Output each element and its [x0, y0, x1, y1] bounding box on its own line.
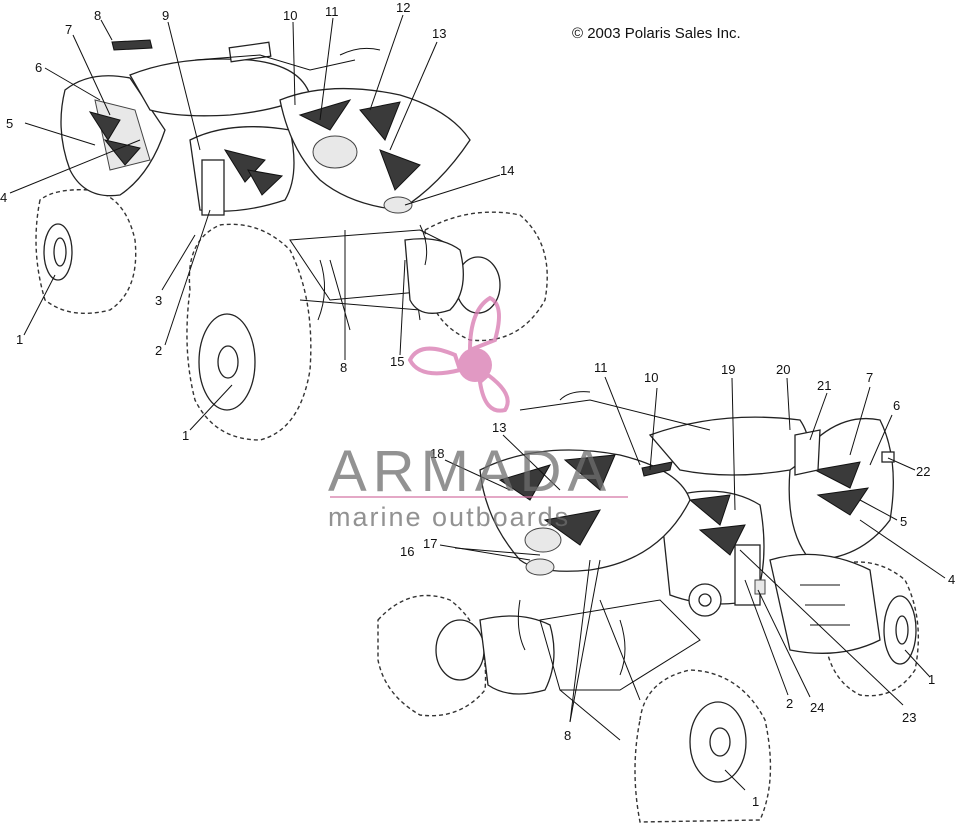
callout: 1 [752, 794, 759, 809]
watermark-divider [330, 496, 628, 498]
callout: 24 [810, 700, 824, 715]
callout: 1 [182, 428, 189, 443]
callout: 6 [893, 398, 900, 413]
copyright-notice: © 2003 Polaris Sales Inc. [572, 25, 741, 42]
callout: 9 [162, 8, 169, 23]
callout: 3 [155, 293, 162, 308]
rear-tire-left [35, 189, 137, 315]
watermark-subtitle: marine outboards [328, 502, 571, 532]
callout: 8 [564, 728, 571, 743]
callout: 11 [594, 360, 608, 375]
leader-lines [9, 14, 946, 791]
callout: 8 [340, 360, 347, 375]
callout: 18 [430, 446, 444, 461]
callout: 14 [500, 163, 514, 178]
callout: 11 [325, 4, 339, 19]
callout: 19 [721, 362, 735, 377]
callout: 10 [283, 8, 297, 23]
callout: 5 [6, 116, 13, 131]
callout: 7 [866, 370, 873, 385]
callouts-right: 1 1 2 4 5 6 7 8 10 11 13 16 17 18 19 20 … [400, 360, 955, 809]
callout: 4 [948, 572, 955, 587]
callout: 13 [432, 26, 446, 41]
atv-front-view [377, 391, 919, 823]
callout: 23 [902, 710, 916, 725]
callout: 13 [492, 420, 506, 435]
callout: 22 [916, 464, 930, 479]
callout: 10 [644, 370, 658, 385]
watermark-logo [407, 295, 510, 413]
callout: 1 [928, 672, 935, 687]
callout: 7 [65, 22, 72, 37]
seat-2 [648, 416, 809, 476]
callout: 5 [900, 514, 907, 529]
callout: 2 [155, 343, 162, 358]
atv-rear-view [35, 39, 548, 441]
callout: 17 [423, 536, 437, 551]
callout: 16 [400, 544, 414, 559]
callout: 8 [94, 8, 101, 23]
callouts-left: 1 1 2 3 4 5 6 7 8 8 9 10 11 12 13 14 15 [0, 0, 514, 443]
callout: 20 [776, 362, 790, 377]
callout: 12 [396, 0, 410, 15]
callout: 1 [16, 332, 23, 347]
watermark-title: ARMADA [328, 439, 613, 504]
callout: 21 [817, 378, 831, 393]
callout: 4 [0, 190, 7, 205]
callout: 15 [390, 354, 404, 369]
callout: 6 [35, 60, 42, 75]
callout: 2 [786, 696, 793, 711]
